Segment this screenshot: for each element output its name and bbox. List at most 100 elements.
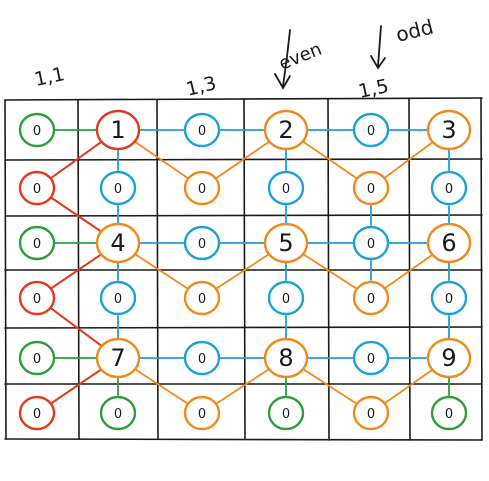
red-edge <box>50 367 105 404</box>
node-zero: 0 <box>33 352 41 367</box>
node-zero: 0 <box>367 352 375 367</box>
node-r3-c4: 5 <box>263 222 309 264</box>
annotations: 1,1 1,3 even 1,5 odd <box>32 14 435 102</box>
orange-ring <box>426 109 472 151</box>
node-r3-c6: 6 <box>426 222 472 264</box>
red-edge <box>50 197 105 234</box>
node-r6-c3: 0 <box>183 395 221 431</box>
node-zero: 0 <box>33 407 41 422</box>
node-zero: 0 <box>367 407 375 422</box>
orange-ring <box>183 280 221 316</box>
red-ring <box>18 395 56 431</box>
node-r5-c3: 0 <box>183 340 221 376</box>
node-r3-c3: 0 <box>183 225 221 261</box>
node-r6-c1: 0 <box>18 395 56 431</box>
node-r1-c1: 0 <box>18 112 56 148</box>
node-r2-c1: 0 <box>18 170 56 206</box>
node-number: 6 <box>441 229 456 257</box>
node-zero: 0 <box>114 182 122 197</box>
node-zero: 0 <box>367 124 375 139</box>
orange-ring <box>352 280 390 316</box>
blue-ring <box>430 170 468 206</box>
orange-edge <box>132 366 188 405</box>
red-ring <box>95 109 141 151</box>
node-zero: 0 <box>33 237 41 252</box>
node-r1-c5: 0 <box>352 112 390 148</box>
orange-ring <box>183 170 221 206</box>
green-ring <box>267 395 305 431</box>
orange-edge <box>384 139 436 179</box>
node-r1-c4: 2 <box>263 109 309 151</box>
blue-ring <box>99 280 137 316</box>
blue-ring <box>267 170 305 206</box>
blue-ring <box>183 225 221 261</box>
node-zero: 0 <box>33 292 41 307</box>
node-r4-c1: 0 <box>18 280 56 316</box>
blue-ring <box>267 280 305 316</box>
node-r6-c2: 0 <box>99 395 137 431</box>
node-r2-c5: 0 <box>352 170 390 206</box>
node-zero: 0 <box>445 407 453 422</box>
green-ring <box>18 340 56 376</box>
orange-ring <box>263 109 309 151</box>
orange-edge <box>216 366 272 405</box>
blue-ring <box>99 170 137 206</box>
green-ring <box>18 112 56 148</box>
orange-ring <box>95 222 141 264</box>
orange-ring <box>352 395 390 431</box>
node-r5-c6: 9 <box>426 337 472 379</box>
node-r4-c3: 0 <box>183 280 221 316</box>
node-r5-c2: 7 <box>95 337 141 379</box>
node-number: 2 <box>278 116 293 144</box>
green-ring <box>18 225 56 261</box>
green-ring <box>99 395 137 431</box>
node-zero: 0 <box>445 292 453 307</box>
red-ring <box>18 170 56 206</box>
node-r2-c4: 0 <box>267 170 305 206</box>
node-r6-c6: 0 <box>430 395 468 431</box>
corner-label: 1,1 <box>32 63 66 91</box>
node-zero: 0 <box>282 182 290 197</box>
table-grid <box>4 97 483 441</box>
blue-ring <box>183 112 221 148</box>
red-edge <box>50 307 105 349</box>
node-r3-c2: 4 <box>95 222 141 264</box>
orange-edge <box>215 139 273 179</box>
orange-ring <box>352 170 390 206</box>
orange-ring <box>263 222 309 264</box>
node-r5-c5: 0 <box>352 340 390 376</box>
node-number: 4 <box>110 229 125 257</box>
orange-edge <box>300 251 357 290</box>
node-r2-c2: 0 <box>99 170 137 206</box>
node-r1-c6: 3 <box>426 109 472 151</box>
node-zero: 0 <box>367 237 375 252</box>
connection-lines <box>50 129 450 405</box>
orange-edge <box>300 366 357 405</box>
node-zero: 0 <box>198 237 206 252</box>
node-r2-c6: 0 <box>430 170 468 206</box>
node-r4-c5: 0 <box>352 280 390 316</box>
node-number: 9 <box>441 344 456 372</box>
node-zero: 0 <box>198 352 206 367</box>
node-zero: 0 <box>367 182 375 197</box>
orange-edge <box>132 251 188 290</box>
node-zero: 0 <box>282 292 290 307</box>
orange-edge <box>216 251 272 290</box>
node-r1-c2: 1 <box>95 109 141 151</box>
node-zero: 0 <box>114 407 122 422</box>
orange-ring <box>426 222 472 264</box>
node-zero: 0 <box>282 407 290 422</box>
red-edge <box>50 139 105 179</box>
node-r6-c4: 0 <box>267 395 305 431</box>
even-arrow-icon <box>274 29 291 90</box>
blue-ring <box>352 225 390 261</box>
even-label: even <box>276 39 325 75</box>
orange-edge <box>384 367 436 404</box>
node-zero: 0 <box>33 182 41 197</box>
node-zero: 0 <box>198 407 206 422</box>
node-number: 5 <box>278 229 293 257</box>
orange-ring <box>426 337 472 379</box>
col3-label: 1,3 <box>184 72 219 101</box>
node-r6-c5: 0 <box>352 395 390 431</box>
red-ring <box>18 280 56 316</box>
